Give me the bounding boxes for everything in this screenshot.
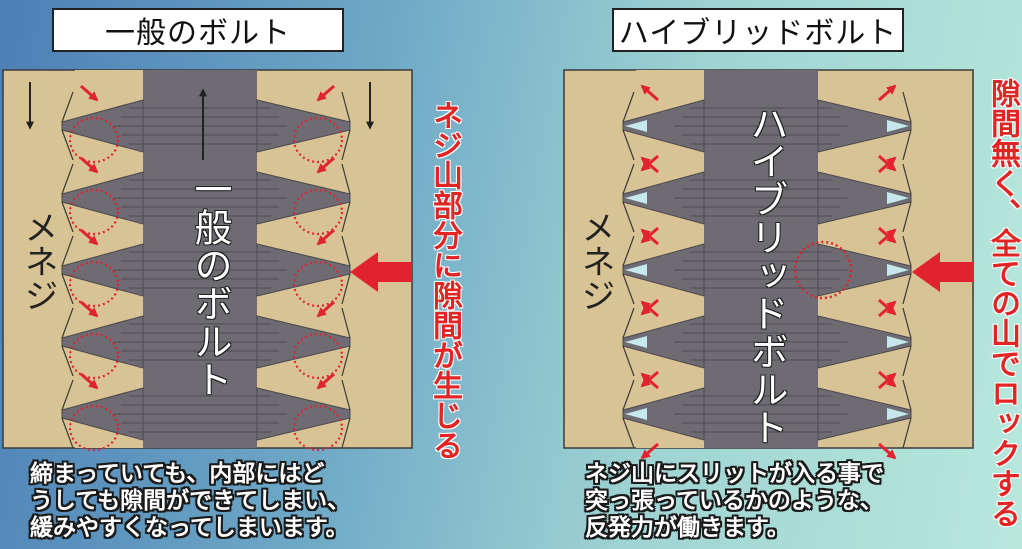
left-bolt-label: 一般のボルト xyxy=(188,170,232,398)
force-arrow xyxy=(878,84,897,102)
force-arrow xyxy=(878,228,897,246)
slit-right xyxy=(887,336,909,348)
force-arrow xyxy=(640,372,659,390)
right-lock-note: 隙間無く、全ての山でロックする xyxy=(985,78,1020,528)
force-arrow xyxy=(640,84,659,102)
slit-right xyxy=(887,408,909,420)
left-caption-line-1: 締まっていても、内部にはど xyxy=(30,461,325,487)
gap-marker-right xyxy=(292,260,344,308)
force-arrow xyxy=(640,156,659,174)
gap-marker-right xyxy=(292,404,344,452)
slit-left xyxy=(625,408,647,420)
force-arrow xyxy=(316,372,335,390)
right-nut-label: メネジ xyxy=(575,210,615,312)
force-arrow xyxy=(80,300,99,318)
slit-right xyxy=(887,192,909,204)
gap-marker-right xyxy=(292,332,344,380)
right-caption-line-2: 突っ張っているかのような、 xyxy=(585,488,883,514)
gap-marker-left xyxy=(68,332,120,380)
force-arrow xyxy=(316,84,335,102)
general-bolt-diagram xyxy=(2,69,413,452)
gap-marker-left xyxy=(68,188,120,236)
pointer-arrow-right-icon xyxy=(912,252,974,292)
force-arrow xyxy=(640,228,659,246)
force-arrow xyxy=(878,442,897,460)
slit-right xyxy=(887,120,909,132)
gap-marker-left xyxy=(68,404,120,452)
lock-marker xyxy=(793,240,853,300)
force-arrow xyxy=(316,156,335,174)
slit-right xyxy=(887,264,909,276)
force-arrow xyxy=(640,300,659,318)
hybrid-bolt-diagram xyxy=(563,69,974,460)
force-arrow xyxy=(80,84,99,102)
gap-marker-right xyxy=(292,116,344,164)
force-arrow xyxy=(878,156,897,174)
force-arrow xyxy=(80,156,99,174)
bolt-shaft xyxy=(143,70,257,448)
slit-left xyxy=(625,120,647,132)
gap-marker-right xyxy=(292,188,344,236)
right-caption-line-3: 反発力が働きます。 xyxy=(585,515,790,541)
right-caption-line-1: ネジ山にスリットが入る事で xyxy=(585,461,884,487)
right-title: ハイブリッドボルト xyxy=(612,8,904,52)
left-caption: 締まっていても、内部にはど うしても隙間ができてしまい、 緩みやすくなってしまい… xyxy=(30,461,350,542)
force-arrow xyxy=(80,372,99,390)
left-gap-note: ネジ山部分に隙間が生じる xyxy=(427,100,462,460)
force-arrow xyxy=(878,300,897,318)
slit-left xyxy=(625,336,647,348)
left-nut-label: メネジ xyxy=(18,210,58,312)
pointer-arrow-left-icon xyxy=(350,252,412,292)
left-caption-line-3: 緩みやすくなってしまいます。 xyxy=(30,515,349,541)
left-title: 一般のボルト xyxy=(52,8,344,52)
gap-marker-left xyxy=(68,260,120,308)
slit-left xyxy=(625,192,647,204)
force-arrow xyxy=(640,442,659,460)
gap-marker-left xyxy=(68,116,120,164)
bolt-shaft xyxy=(704,70,818,448)
left-caption-line-2: うしても隙間ができてしまい、 xyxy=(30,488,351,514)
right-caption: ネジ山にスリットが入る事で 突っ張っているかのような、 反発力が働きます。 xyxy=(585,461,884,542)
force-arrow xyxy=(316,300,335,318)
right-bolt-label: ハイブリッドボルト xyxy=(744,104,788,446)
force-arrow xyxy=(878,372,897,390)
force-arrow xyxy=(316,228,335,246)
slit-left xyxy=(625,264,647,276)
force-arrow xyxy=(80,228,99,246)
